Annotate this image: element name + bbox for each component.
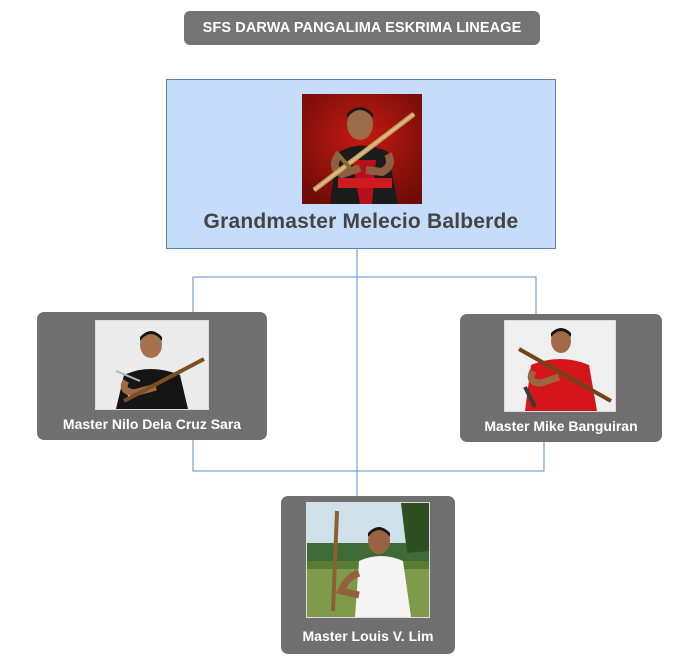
master-name: Master Mike Banguiran <box>484 418 638 434</box>
master-node-mike: Master Mike Banguiran <box>460 314 662 442</box>
master-photo <box>504 320 616 412</box>
master-name: Master Louis V. Lim <box>302 628 434 644</box>
lineage-title: SFS DARWA PANGALIMA ESKRIMA LINEAGE <box>184 11 540 45</box>
connector-bottom-branch <box>192 440 545 472</box>
grandmaster-photo <box>302 94 422 204</box>
master-photo: Y <box>95 320 209 410</box>
grandmaster-node: Grandmaster Melecio Balberde <box>166 79 556 249</box>
connector-top-branch <box>192 276 537 315</box>
master-node-nilo: Y Master Nilo Dela Cruz Sara <box>37 312 267 440</box>
master-photo <box>306 502 430 618</box>
master-node-louis: Master Louis V. Lim <box>281 496 455 654</box>
grandmaster-name: Grandmaster Melecio Balberde <box>203 210 519 233</box>
master-name: Master Nilo Dela Cruz Sara <box>62 416 242 432</box>
